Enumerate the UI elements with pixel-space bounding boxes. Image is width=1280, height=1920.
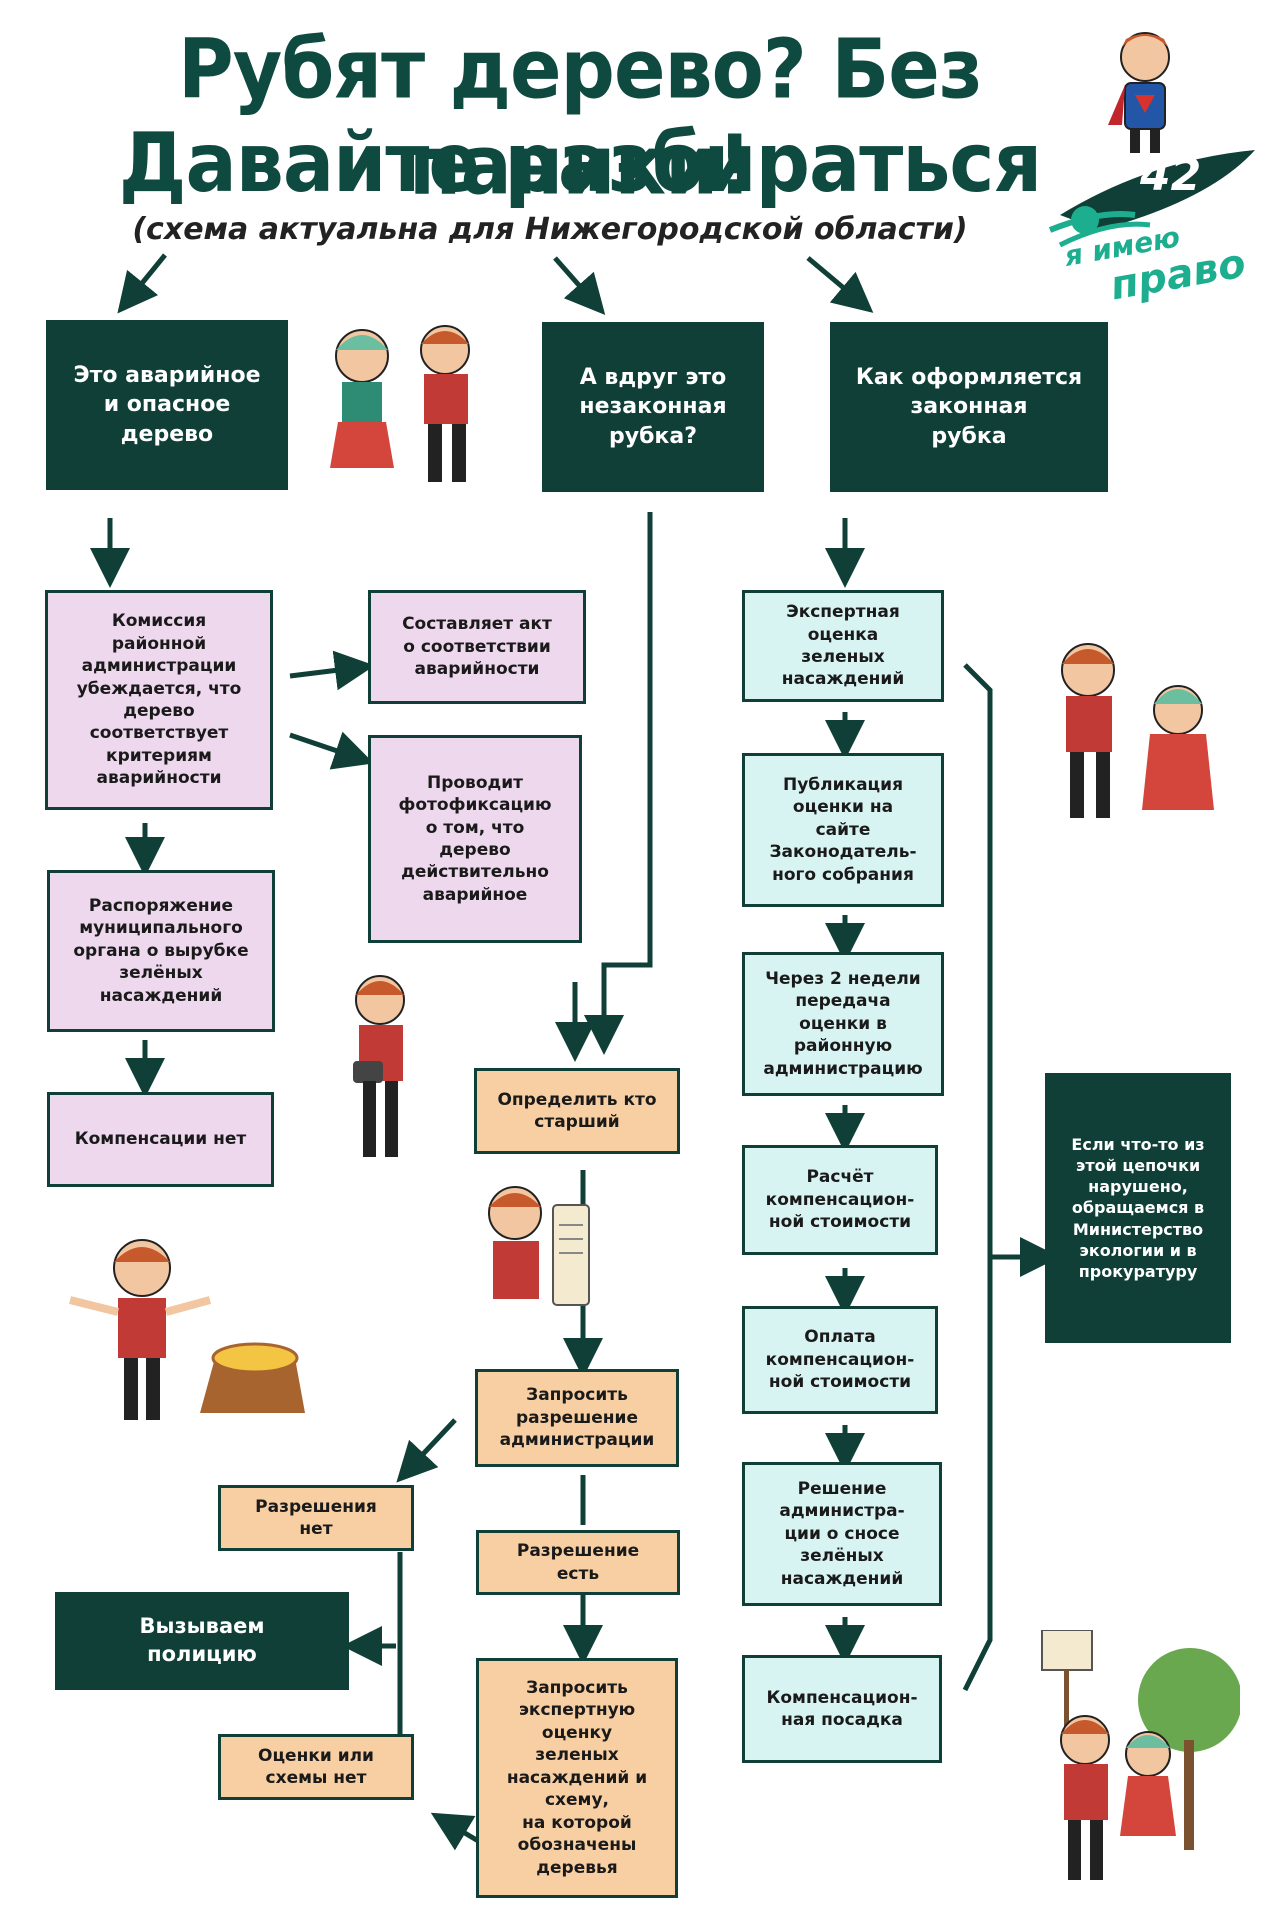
legal-step-4: Расчёт компенсацион- ной стоимости xyxy=(742,1145,938,1255)
request-permission-box: Запросить разрешение администрации xyxy=(475,1369,679,1467)
arguing-couple-illustration xyxy=(1038,630,1228,834)
request-assessment-box: Запросить экспертную оценку зеленых наса… xyxy=(476,1658,678,1898)
legal-step-1: Экспертная оценка зеленых насаждений xyxy=(742,590,944,702)
no-compensation-box: Компенсации нет xyxy=(47,1092,274,1187)
logo-number: 42 xyxy=(1140,150,1202,201)
angry-couple-illustration xyxy=(320,318,500,492)
logo: 42 я имею право xyxy=(1040,120,1270,309)
protest-couple-illustration xyxy=(1030,1629,1242,1894)
photographer-character-illustration xyxy=(335,965,425,1169)
photo-box: Проводит фотофиксацию о том, что дерево … xyxy=(368,735,582,943)
illegal-logging-header: А вдруг это незаконная рубка? xyxy=(542,322,764,492)
stump-character-illustration xyxy=(50,1228,320,1432)
legal-step-2: Публикация оценки на сайте Законодатель-… xyxy=(742,753,944,907)
rocket-logo-icon xyxy=(1048,150,1255,248)
legal-step-5: Оплата компенсацион- ной стоимости xyxy=(742,1306,938,1414)
superhero-character-illustration xyxy=(1100,25,1190,159)
emergency-tree-header: Это аварийное и опасное дерево xyxy=(46,320,288,490)
order-box: Распоряжение муниципального органа о выр… xyxy=(47,870,275,1032)
legal-step-6: Решение администра- ции о сносе зелёных … xyxy=(742,1462,942,1606)
title-line-1: Рубят дерево? Без паники! xyxy=(178,20,983,214)
legal-step-3: Через 2 недели передача оценки в районну… xyxy=(742,952,944,1096)
legal-logging-header: Как оформляется законная рубка xyxy=(830,322,1108,492)
arrow-to-legal xyxy=(806,256,874,313)
no-scheme-box: Оценки или схемы нет xyxy=(218,1734,414,1800)
act-box: Составляет акт о соответствии аварийност… xyxy=(368,590,586,704)
arrow-to-emergency xyxy=(117,253,167,314)
call-police-box: Вызываем полицию xyxy=(55,1592,349,1690)
has-permission-box: Разрешение есть xyxy=(476,1530,680,1595)
legal-step-7: Компенсацион- ная посадка xyxy=(742,1655,942,1763)
title-line-2: Давайте разбираться xyxy=(118,114,1042,211)
subtitle: (схема актуальна для Нижегородской облас… xyxy=(132,212,968,247)
find-senior-box: Определить кто старший xyxy=(474,1068,680,1154)
arrow-to-illegal xyxy=(553,256,606,316)
commission-box: Комиссия районной администрации убеждает… xyxy=(45,590,273,810)
document-character-illustration xyxy=(455,1175,615,1359)
violation-note-box: Если что-то из этой цепочки нарушено, об… xyxy=(1045,1073,1231,1343)
no-permission-box: Разрешения нет xyxy=(218,1485,414,1551)
